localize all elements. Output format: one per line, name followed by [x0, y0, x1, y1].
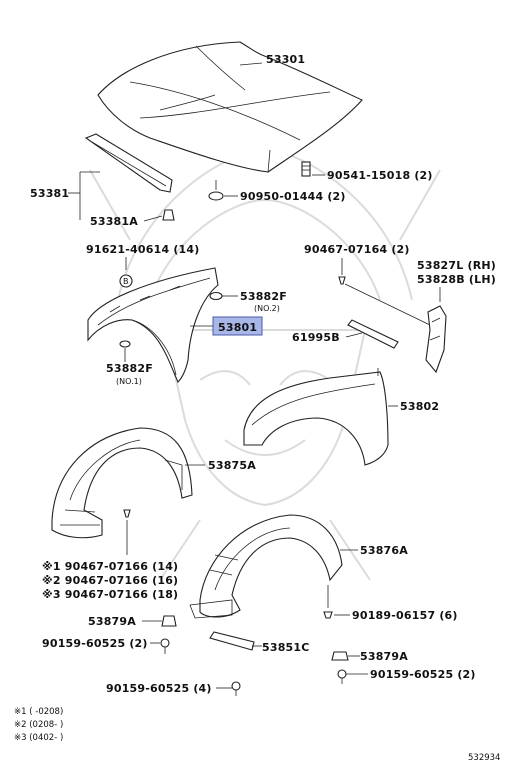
fender-bracket-part: [425, 305, 447, 374]
left-liner-part: [51, 427, 193, 539]
fender-mount-no2-label: 53882F: [240, 290, 287, 303]
b-marker-icon: [119, 274, 133, 288]
hood-cushion-icon: [208, 180, 224, 201]
clip-bottom-label: 90159-60525 (4): [106, 682, 212, 695]
clip-right-label: 90159-60525 (2): [370, 668, 476, 681]
hood-bolt-label: 90541-15018 (2): [327, 169, 433, 182]
clip-left-label: 90159-60525 (2): [42, 637, 148, 650]
legend-line-3: ※3 (0402- ): [14, 733, 63, 743]
diagram-id: 532934: [468, 753, 500, 763]
fender-mount-no2-icon: [209, 291, 223, 301]
hood-cushion-label: 90950-01444 (2): [240, 190, 346, 203]
right-liner-label: 53876A: [360, 544, 408, 557]
left-fender-label[interactable]: 53801: [218, 321, 257, 334]
center-panel-label: 53851C: [262, 641, 310, 654]
seal-clip-label: 53381A: [90, 215, 138, 228]
clip-left-icon: [160, 638, 170, 654]
bracket-rh-label: 53827L (RH): [417, 259, 496, 272]
liner-screw-icon: [123, 509, 131, 518]
liner-nut-icon: [323, 611, 333, 619]
fender-mount-no1-icon: [119, 340, 131, 348]
nut-right-label: 90189-06157 (6): [352, 609, 458, 622]
seal-strip-61995b-part: [347, 319, 399, 349]
clip-right-icon: [337, 669, 347, 684]
seal-strip-label: 61995B: [292, 331, 340, 344]
center-panel-part: [209, 631, 255, 651]
fender-mount-no2-note: (NO.2): [254, 304, 280, 313]
screw-note-1: ※1 90467-07166 (14): [42, 560, 178, 573]
left-fender-part: [87, 267, 219, 383]
right-fender-part: [243, 371, 389, 466]
left-liner-label: 53875A: [208, 459, 256, 472]
splash-right-clip-icon: [331, 651, 349, 661]
legend-line-1: ※1 ( -0208): [14, 707, 63, 717]
seal-label: 53381: [30, 187, 69, 200]
legend-line-2: ※2 (0208- ): [14, 720, 63, 730]
splash-right-label: 53879A: [360, 650, 408, 663]
clip-bottom-icon: [231, 681, 241, 696]
screw-note-3: ※3 90467-07166 (18): [42, 588, 178, 601]
fender-clip-top-label: 91621-40614 (14): [86, 243, 200, 256]
b-marker: B: [123, 277, 129, 286]
screw-upper-label: 90467-07164 (2): [304, 243, 410, 256]
right-liner-part: [189, 514, 343, 619]
fender-mount-no1-label: 53882F: [106, 362, 153, 375]
hood-bolt-icon: [301, 161, 311, 177]
screw-note-2: ※2 90467-07166 (16): [42, 574, 178, 587]
splash-left-clip-icon: [161, 615, 177, 627]
hood-label: 53301: [266, 53, 305, 66]
hood-part: [97, 41, 363, 173]
right-fender-label: 53802: [400, 400, 439, 413]
screw-upper-icon: [338, 276, 346, 285]
splash-left-label: 53879A: [88, 615, 136, 628]
seal-strip-part: [84, 133, 173, 193]
bracket-lh-label: 53828B (LH): [417, 273, 496, 286]
seal-clip-icon: [162, 209, 175, 221]
fender-mount-no1-note: (NO.1): [116, 377, 142, 386]
